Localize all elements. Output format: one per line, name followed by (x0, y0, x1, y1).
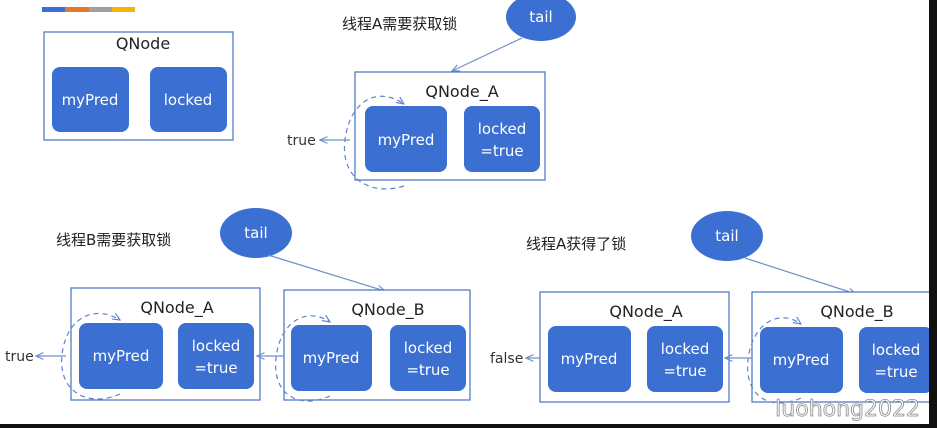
scene-c-node-b-self-loop (747, 318, 801, 404)
scene-a: 线程A需要获取锁 tail QNode_A myPred locked =tru… (287, 0, 576, 190)
scene-c-node-b-title: QNode_B (820, 302, 893, 322)
scene-c-tail-arrow (744, 257, 856, 294)
legend-mypred-label: myPred (62, 91, 119, 109)
scene-a-mypred-cell (365, 106, 447, 172)
scene-c-node-a-locked-line2: =true (663, 362, 706, 380)
scene-a-tail-arrow (452, 37, 523, 71)
scene-a-locked-cell (464, 106, 540, 172)
accent-segment-blue (42, 7, 66, 12)
scene-b-node-a-locked-cell (178, 323, 254, 389)
scene-c-side-value: false (490, 351, 523, 367)
scene-c-node-b-mypred-cell (760, 327, 843, 393)
scene-b-node-b-mypred-label: myPred (303, 349, 360, 367)
scene-c-tail-ellipse (691, 211, 763, 261)
scene-b-side-value: true (5, 349, 34, 365)
scene-a-caption: 线程A需要获取锁 (342, 15, 457, 33)
scene-c-node-a-locked-cell (647, 326, 723, 392)
scene-c-caption: 线程A获得了锁 (526, 235, 626, 253)
scene-c-node-a-title: QNode_A (609, 302, 682, 322)
scene-b-node-b-self-loop (275, 316, 330, 402)
legend-title: QNode (116, 34, 170, 53)
scene-c-node-b-locked-cell (859, 327, 933, 393)
scene-b-node-b-locked-line2: =true (406, 361, 449, 379)
scene-b-caption: 线程B需要获取锁 (56, 231, 171, 249)
scene-c-node-b-mypred-label: myPred (773, 351, 830, 369)
scene-a-mypred-label: myPred (378, 131, 435, 149)
legend-mypred-cell (52, 67, 129, 132)
bottom-edge-bar (0, 424, 937, 428)
scene-c-tail-label: tail (715, 227, 738, 245)
scene-b-node-a-locked-line2: =true (194, 359, 237, 377)
legend-locked-cell (150, 67, 227, 132)
accent-segment-gray (88, 7, 112, 12)
scene-a-tail-label: tail (529, 8, 552, 26)
scene-b-tail-ellipse (220, 208, 292, 258)
legend-locked-label: locked (164, 91, 213, 109)
watermark: luohong2022 (775, 397, 920, 422)
right-edge-bar (929, 0, 937, 428)
scene-b-tail-label: tail (244, 224, 267, 242)
accent-color-bar (42, 7, 135, 12)
scene-b-node-a-title: QNode_A (140, 298, 213, 318)
scene-c-node-b-locked-line1: locked (872, 341, 921, 359)
scene-c: 线程A获得了锁 tail QNode_A myPred locked =true… (490, 211, 937, 404)
scene-b: 线程B需要获取锁 tail QNode_A myPred locked =tru… (5, 208, 471, 402)
scene-b-node-b-mypred-cell (291, 325, 372, 391)
accent-segment-yellow (111, 7, 135, 12)
scene-b-node-a-locked-line1: locked (192, 337, 241, 355)
scene-b-node-a-mypred-cell (79, 323, 163, 389)
scene-c-node-b-locked-line2: =true (874, 363, 917, 381)
scene-b-node-a-self-loop (61, 313, 120, 400)
scene-a-locked-line1: locked (478, 120, 527, 138)
accent-segment-orange (65, 7, 89, 12)
scene-b-node-b-locked-cell (390, 325, 466, 391)
scene-a-locked-line2: =true (480, 142, 523, 160)
scene-b-node-b-locked-line1: locked (404, 339, 453, 357)
scene-a-side-value: true (287, 133, 316, 149)
scene-c-node-a-locked-line1: locked (661, 340, 710, 358)
scene-c-node-a-mypred-label: myPred (561, 350, 618, 368)
scene-b-tail-arrow (267, 254, 385, 291)
scene-b-node-b-title: QNode_B (351, 300, 424, 320)
scene-c-node-a-mypred-cell (548, 326, 631, 392)
scene-a-node-title: QNode_A (425, 82, 498, 102)
legend-qnode: QNode myPred locked (43, 31, 234, 141)
scene-b-node-a-mypred-label: myPred (93, 347, 150, 365)
scene-a-tail-ellipse (506, 0, 576, 41)
